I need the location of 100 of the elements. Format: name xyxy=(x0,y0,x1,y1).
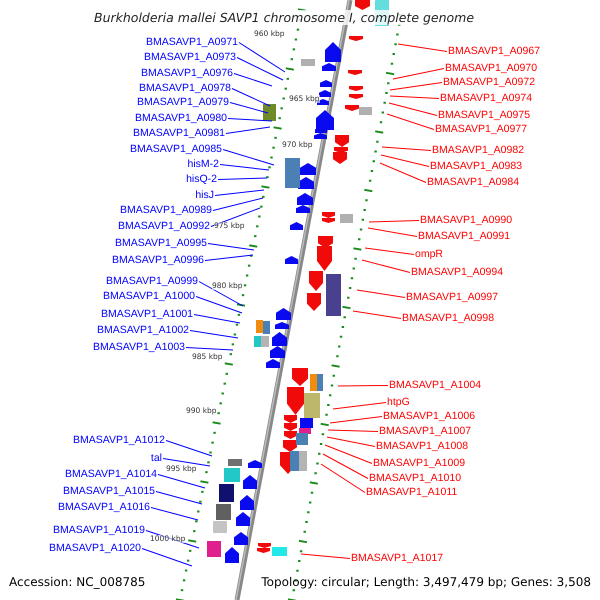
gene-label: BMASAVP1_A0982 xyxy=(432,144,524,157)
leader-line xyxy=(380,162,426,183)
gene-label: BMASAVP1_A1017 xyxy=(351,552,444,565)
leader-line xyxy=(338,385,388,386)
gene-label: BMASAVP1_A1000 xyxy=(102,290,195,303)
leader-line xyxy=(320,464,366,493)
gene-label: BMASAVP1_A0971 xyxy=(146,36,238,49)
leader-line xyxy=(162,458,210,466)
leader-line xyxy=(368,228,418,237)
gene-label: BMASAVP1_A1007 xyxy=(379,425,472,438)
gene-label: BMASAVP1_A0970 xyxy=(445,62,538,75)
gene-label: htpG xyxy=(387,396,410,409)
gene-label: ompR xyxy=(415,248,444,261)
gene-label: BMASAVP1_A1006 xyxy=(383,410,476,423)
gene-label: BMASAVP1_A1004 xyxy=(389,379,482,392)
leader-line xyxy=(198,281,244,306)
gene-label: BMASAVP1_A1015 xyxy=(62,485,155,498)
gene-label: BMASAVP1_A1001 xyxy=(100,308,193,321)
gene-label: BMASAVP1_A1012 xyxy=(72,434,165,447)
gene-label: BMASAVP1_A0976 xyxy=(140,67,233,80)
leader-line xyxy=(390,82,442,90)
leader-line xyxy=(328,430,378,432)
gene-label: BMASAVP1_A0998 xyxy=(402,312,494,325)
gene-label: hisQ-2 xyxy=(186,173,217,186)
gene-label: BMASAVP1_A0990 xyxy=(420,214,512,227)
leader-line xyxy=(204,254,254,261)
gene-label: BMASAVP1_A1019 xyxy=(52,524,145,537)
leader-line xyxy=(300,554,350,559)
gene-label: BMASAVP1_A1008 xyxy=(376,440,468,453)
leader-line xyxy=(234,73,272,86)
leader-line xyxy=(194,314,240,324)
gene-label: BMASAVP1_A1002 xyxy=(96,324,189,337)
gene-label: BMASAVP1_A0994 xyxy=(411,266,504,279)
gene-label: BMASAVP1_A0983 xyxy=(430,160,522,173)
leader-line xyxy=(236,57,284,80)
gene-label: hisJ xyxy=(195,189,214,202)
leader-line xyxy=(158,474,206,488)
gene-label: BMASAVP1_A0981 xyxy=(132,127,225,140)
leader-line xyxy=(156,491,202,504)
gene-label: BMASAVP1_A1016 xyxy=(58,501,150,514)
leader-line xyxy=(222,149,274,166)
leader-line xyxy=(238,42,286,72)
gene-label: BMASAVP1_A0972 xyxy=(443,76,536,89)
leader-line xyxy=(380,154,430,167)
leader-line xyxy=(390,96,440,99)
leader-line xyxy=(368,220,420,222)
leader-line xyxy=(146,530,200,548)
leader-line xyxy=(220,164,270,170)
gene-label: BMASAVP1_A0974 xyxy=(440,92,532,105)
leader-line xyxy=(142,548,192,566)
gene-label: BMASAVP1_A0997 xyxy=(406,291,498,304)
leader-line xyxy=(214,190,264,196)
leader-line xyxy=(196,296,242,314)
leader-line xyxy=(208,243,254,250)
gene-label: BMASAVP1_A1003 xyxy=(92,341,185,354)
leader-line xyxy=(362,260,410,273)
gene-label: BMASAVP1_A0975 xyxy=(438,109,530,122)
gene-label: BMASAVP1_A0984 xyxy=(427,176,520,189)
gene-label: BMASAVP1_A0996 xyxy=(112,254,204,267)
gene-label: tal xyxy=(150,452,162,465)
gene-label: BMASAVP1_A0980 xyxy=(134,112,227,125)
leader-line xyxy=(150,507,198,520)
leader-line xyxy=(392,68,444,80)
leader-line xyxy=(332,402,386,410)
leader-line xyxy=(364,248,414,255)
gene-label: BMASAVP1_A0967 xyxy=(448,45,540,58)
accession-text: Accession: NC_008785 xyxy=(9,575,146,589)
leader-line xyxy=(218,178,268,180)
leader-line xyxy=(352,310,402,319)
leader-line xyxy=(226,126,270,134)
gene-label: BMASAVP1_A1009 xyxy=(373,457,466,470)
leader-line xyxy=(330,416,382,424)
gene-label: BMASAVP1_A0999 xyxy=(106,275,198,288)
gene-label: BMASAVP1_A0989 xyxy=(120,204,212,217)
map-title: Burkholderia mallei SAVP1 chromosome I, complete genome xyxy=(94,10,474,25)
gene-label: BMASAVP1_A1014 xyxy=(64,468,157,481)
gene-label: BMASAVP1_A0992 xyxy=(118,220,210,233)
leader-line xyxy=(232,88,270,106)
leader-line xyxy=(382,146,432,151)
gene-label: BMASAVP1_A0973 xyxy=(144,51,236,64)
gene-label: BMASAVP1_A0985 xyxy=(130,143,222,156)
gene-label: hisM-2 xyxy=(187,158,219,171)
gene-label: BMASAVP1_A0991 xyxy=(418,230,510,243)
genome-info-text: Topology: circular; Length: 3,497,479 bp; Genes: 3,508 xyxy=(261,575,591,589)
leader-line xyxy=(322,454,368,479)
leader-line xyxy=(388,102,438,116)
leader-line xyxy=(386,114,434,130)
gene-label: BMASAVP1_A0995 xyxy=(114,237,207,250)
leader-line xyxy=(326,436,376,447)
gene-label: BMASAVP1_A0978 xyxy=(138,82,231,95)
leader-line xyxy=(398,44,448,52)
gene-label: BMASAVP1_A1011 xyxy=(366,486,458,499)
leader-line xyxy=(212,198,264,211)
leader-line xyxy=(230,102,268,114)
gene-label: BMASAVP1_A1010 xyxy=(369,472,462,485)
leader-line xyxy=(210,208,260,227)
leader-line xyxy=(228,118,272,122)
leader-line xyxy=(166,440,212,456)
gene-label: BMASAVP1_A0979 xyxy=(136,96,229,109)
gene-label: BMASAVP1_A1020 xyxy=(48,542,141,555)
